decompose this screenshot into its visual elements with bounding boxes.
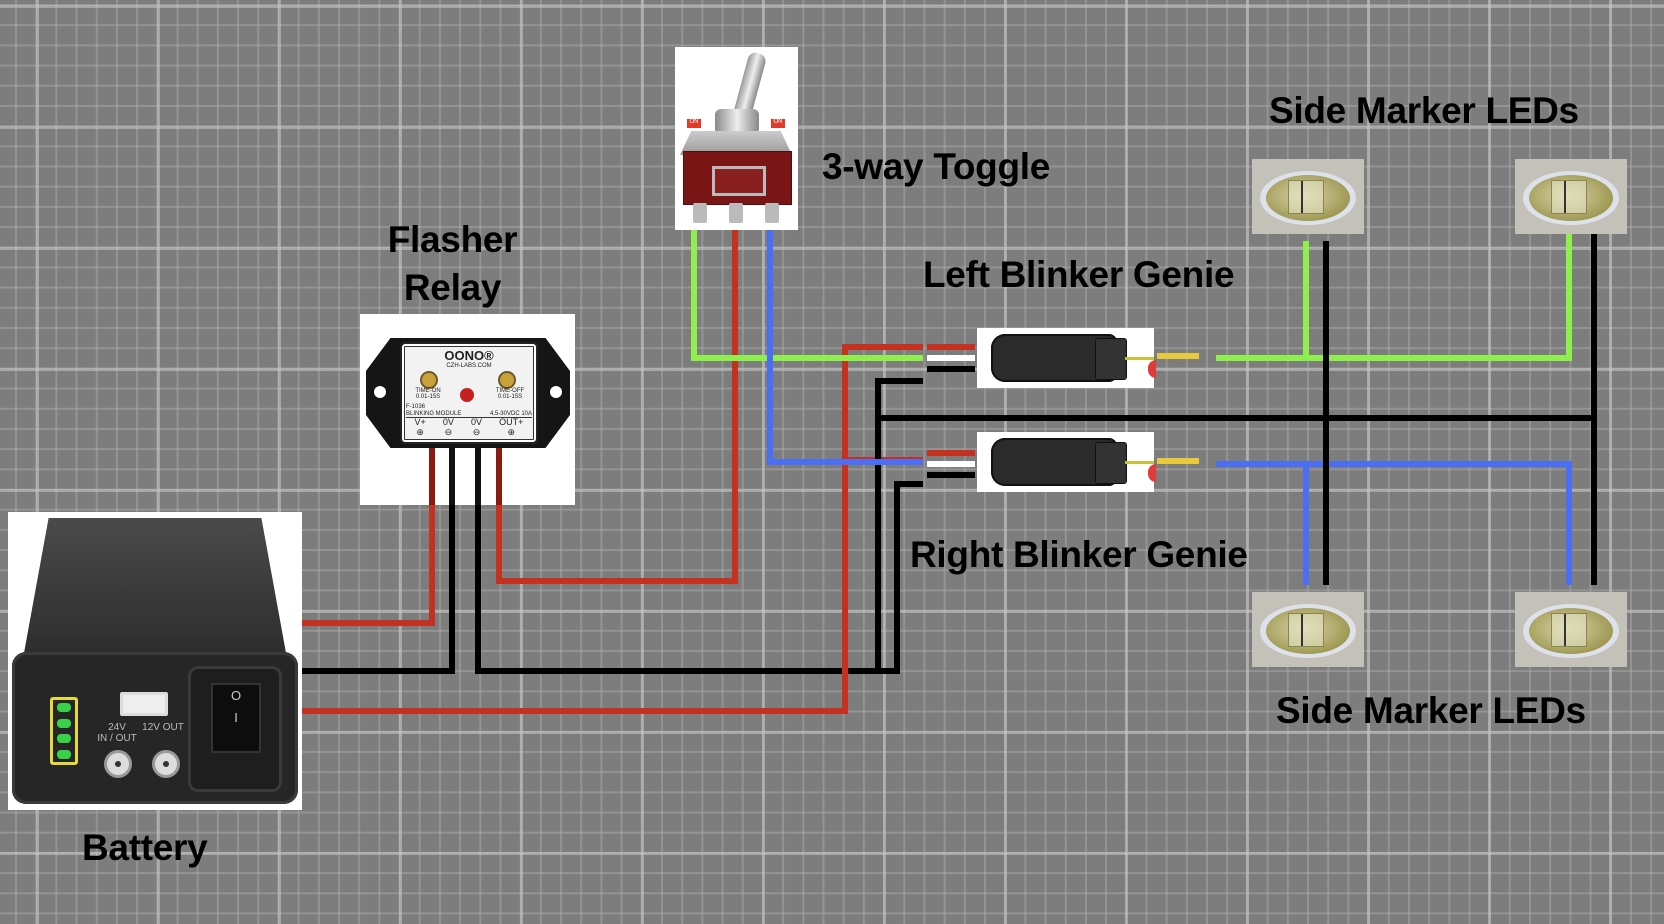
battery-charge-indicator: [50, 697, 78, 765]
relay-lead-vplus: [429, 448, 435, 505]
right-blinker-genie: [977, 432, 1156, 492]
toggle-terminal-1: [693, 203, 707, 223]
flasher-label-line1: Flasher: [387, 219, 518, 260]
side-marker-bottom-label: Side Marker LEDs: [1276, 690, 1586, 731]
side-marker-led-bottom-left: [1252, 592, 1364, 667]
time-off-knob-icon: [498, 371, 516, 389]
toggle-on-tag-left: ON: [687, 119, 701, 128]
wire-left-led-feed: [1216, 231, 1572, 361]
side-marker-led-top-left: [1252, 159, 1364, 234]
relay-lead-out: [496, 448, 502, 505]
three-way-toggle: ON ON: [675, 47, 798, 230]
wire-relay-ground-to-bus: [475, 502, 900, 674]
port-12v-label: 12V OUT: [142, 722, 184, 733]
time-on-knob-icon: [420, 371, 438, 389]
toggle-terminal-3: [765, 203, 779, 223]
toggle-label: 3-way Toggle: [822, 146, 1051, 187]
wire-right-led-feed: [1216, 461, 1572, 585]
wire-battery-to-genie-power: [299, 344, 923, 714]
relay-model: F-1036: [406, 404, 426, 410]
side-marker-led-bottom-right: [1515, 592, 1627, 667]
usb-port-icon: [120, 692, 168, 716]
wire-ground-right-genie: [894, 481, 923, 674]
dc-jack-12v-icon: [152, 750, 180, 778]
relay-site: CZH-LABS.COM: [446, 363, 492, 369]
flasher-label-line2: Relay: [403, 267, 502, 308]
wire-battery-to-relay-vplus: [299, 502, 435, 626]
wire-toggle-left: [691, 227, 923, 361]
relay-pin-labels: V+⊕ 0V⊖ 0V⊖ OUT+⊕: [414, 417, 524, 437]
wire-battery-ground-to-relay: [299, 502, 455, 674]
side-marker-top-label: Side Marker LEDs: [1269, 90, 1579, 131]
wire-ground-left-genie: [875, 378, 923, 674]
wire-relay-out-to-toggle: [496, 227, 738, 584]
battery-top: [22, 518, 288, 664]
left-blinker-genie: [977, 328, 1156, 388]
relay-lead-0v-b: [475, 448, 481, 505]
relay-indicator-led: [460, 388, 474, 402]
dc-jack-24v-icon: [104, 750, 132, 778]
side-marker-led-top-right: [1515, 159, 1627, 234]
toggle-terminal-2: [729, 203, 743, 223]
toggle-nut: [715, 109, 759, 135]
flasher-relay-label: Flasher Relay: [365, 216, 540, 312]
battery-label: Battery: [82, 827, 208, 868]
relay-lead-0v-a: [449, 448, 455, 505]
toggle-on-tag-right: ON: [771, 119, 785, 128]
relay-brand: OONO®: [444, 348, 494, 363]
toggle-lever[interactable]: [733, 50, 768, 118]
wire-toggle-right: [767, 227, 923, 465]
left-genie-label: Left Blinker Genie: [923, 254, 1235, 295]
toggle-body: [683, 151, 792, 205]
right-genie-label: Right Blinker Genie: [910, 534, 1248, 575]
